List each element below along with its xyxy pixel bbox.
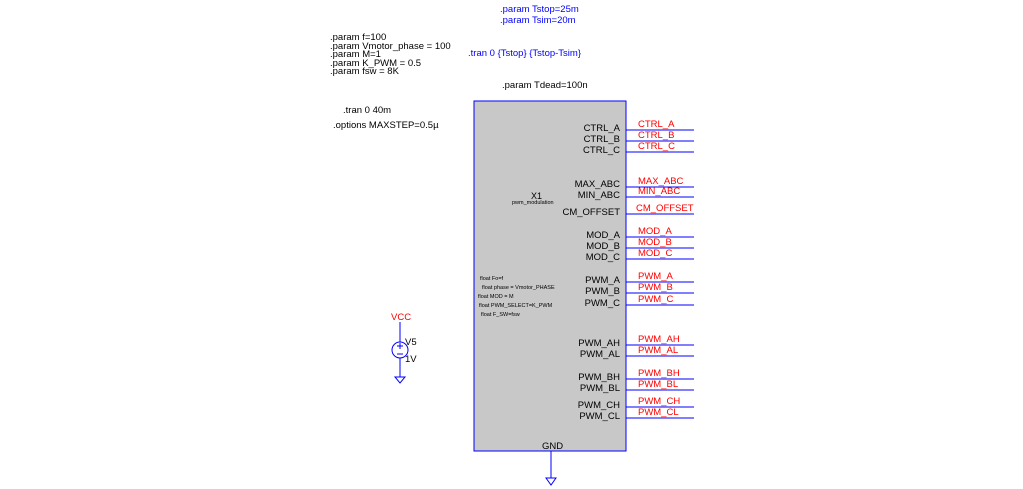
subckt-param: float PWM_SELECT=K_PWM bbox=[479, 303, 553, 309]
net-label-pwm-al[interactable]: PWM_AL bbox=[638, 345, 679, 356]
directive-tstop[interactable]: .param Tstop=25m bbox=[500, 4, 579, 15]
pin-label-min-abc: MIN_ABC bbox=[577, 190, 620, 201]
subckt-param: float Fo=f bbox=[480, 276, 504, 282]
vcc-net-label[interactable]: VCC bbox=[391, 312, 412, 323]
pin-label-pwm-ch: PWM_CH bbox=[577, 400, 620, 411]
param-line[interactable]: .param f=100 bbox=[330, 32, 387, 43]
pin-label-pwm-al: PWM_AL bbox=[579, 349, 620, 360]
subckt-instance-name: X1 bbox=[531, 191, 543, 201]
pin-label-mod-b: MOD_B bbox=[586, 241, 620, 252]
pin-label-pwm-ah: PWM_AH bbox=[578, 338, 620, 349]
net-label-pwm-ah[interactable]: PWM_AH bbox=[638, 334, 680, 345]
pin-label-pwm-bl: PWM_BL bbox=[579, 383, 620, 394]
pin-wires bbox=[626, 129, 694, 419]
pin-label-mod-a: MOD_A bbox=[586, 230, 620, 241]
param-line[interactable]: .param M=1 bbox=[330, 49, 381, 60]
net-label-ctrl-a[interactable]: CTRL_A bbox=[638, 119, 675, 130]
net-label-pwm-cl[interactable]: PWM_CL bbox=[638, 407, 679, 418]
subckt-param: float MOD = M bbox=[478, 294, 514, 300]
net-label-min-abc[interactable]: MIN_ABC bbox=[638, 186, 681, 197]
subckt-block[interactable] bbox=[473, 100, 627, 452]
net-label-mod-c[interactable]: MOD_C bbox=[638, 248, 673, 259]
net-label-pwm-ch[interactable]: PWM_CH bbox=[638, 396, 681, 407]
directive-tdead[interactable]: .param Tdead=100n bbox=[502, 80, 588, 91]
directive-options[interactable]: .options MAXSTEP=0.5µ bbox=[333, 120, 439, 131]
pin-label-pwm-c: PWM_C bbox=[584, 298, 620, 309]
pin-label-max-abc: MAX_ABC bbox=[574, 179, 620, 190]
subckt-gnd-pin: GND bbox=[542, 441, 564, 452]
param-line[interactable]: .param fsw = 8K bbox=[330, 66, 399, 77]
directive-tran[interactable]: .tran 0 40m bbox=[343, 105, 392, 116]
pin-label-mod-c: MOD_C bbox=[585, 252, 620, 263]
net-label-ctrl-c[interactable]: CTRL_C bbox=[638, 141, 675, 152]
param-line[interactable]: .param Vmotor_phase = 100 bbox=[330, 41, 451, 52]
net-label-pwm-bh[interactable]: PWM_BH bbox=[638, 368, 680, 379]
pin-label-ctrl-c: CTRL_C bbox=[583, 145, 620, 156]
net-label-mod-b[interactable]: MOD_B bbox=[638, 237, 672, 248]
pin-label-pwm-b: PWM_B bbox=[585, 286, 620, 297]
net-label-ctrl-b[interactable]: CTRL_B bbox=[638, 130, 675, 141]
pin-label-ctrl-b: CTRL_B bbox=[583, 134, 620, 145]
directive-tran-param[interactable]: .tran 0 {Tstop} {Tstop-Tsim} bbox=[468, 48, 582, 59]
net-label-mod-a[interactable]: MOD_A bbox=[638, 226, 672, 237]
pin-label-pwm-a: PWM_A bbox=[585, 275, 620, 286]
directive-tsim[interactable]: .param Tsim=20m bbox=[500, 15, 576, 26]
net-label-pwm-c[interactable]: PWM_C bbox=[638, 294, 674, 305]
net-label-cm-offset[interactable]: CM_OFFSET bbox=[636, 203, 694, 214]
gnd-symbol bbox=[545, 477, 557, 486]
net-label-max-abc[interactable]: MAX_ABC bbox=[638, 176, 684, 187]
subckt-model-name: pwm_modulation bbox=[512, 200, 554, 206]
net-label-pwm-b[interactable]: PWM_B bbox=[638, 282, 673, 293]
pin-label-cm-offset: CM_OFFSET bbox=[562, 207, 620, 218]
vs-gnd-symbol bbox=[393, 376, 407, 384]
pin-label-ctrl-a: CTRL_A bbox=[583, 123, 620, 134]
source-name: V5 bbox=[405, 337, 417, 348]
source-value: 1V bbox=[405, 354, 417, 365]
net-label-pwm-a[interactable]: PWM_A bbox=[638, 271, 673, 282]
net-label-pwm-bl[interactable]: PWM_BL bbox=[638, 379, 679, 390]
pin-label-pwm-cl: PWM_CL bbox=[579, 411, 620, 422]
pin-label-pwm-bh: PWM_BH bbox=[578, 372, 620, 383]
param-line[interactable]: .param K_PWM = 0.5 bbox=[330, 58, 422, 69]
subckt-param: float phase = Vmotor_PHASE bbox=[482, 285, 555, 291]
subckt-param: float F_SW=fsw bbox=[481, 312, 520, 318]
